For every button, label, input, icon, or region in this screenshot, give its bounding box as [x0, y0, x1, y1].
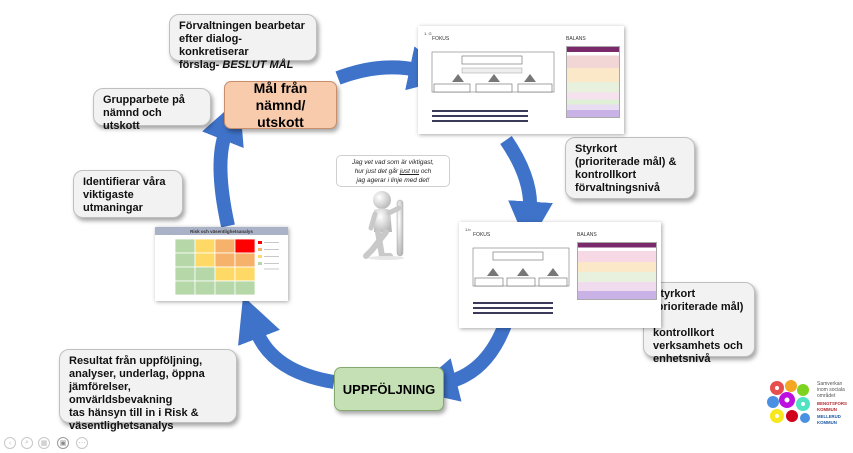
zoom-icon[interactable]: ⌕: [21, 437, 33, 449]
scorecard-table: [577, 242, 657, 300]
callout-line: kontrollkort: [575, 169, 637, 181]
callout-identify: Identifierar våra viktigaste utmaningar: [73, 170, 183, 218]
slide-left-title: FOKUS: [473, 232, 491, 238]
logo-kommun-2: MELLERUD KOMMUN: [817, 414, 853, 426]
callout-line: efter dialog- konkretiserar: [179, 33, 249, 58]
callout-line: Resultat från uppföljning,: [69, 355, 203, 367]
callout-line: jämförelser, omvärldsbevakning: [69, 381, 173, 406]
callout-line: analyser, underlag, öppna: [69, 368, 205, 380]
slide-left-title: FOKUS: [432, 36, 450, 42]
callout-line: enhetsnivå: [653, 353, 711, 365]
callout-group-work: Grupparbete på nämnd och utskott: [93, 88, 211, 132]
slides-grid-icon[interactable]: ▦: [38, 437, 50, 449]
callout-line: Grupparbete på: [103, 94, 185, 106]
slide-right-title: BALANS: [566, 36, 586, 42]
callout-line: förslag-: [179, 59, 223, 71]
logo-gears-icon: [767, 380, 810, 423]
slide-bar: [432, 120, 528, 122]
logo-line: MELLERUD: [817, 414, 841, 419]
callout-line: tas hänsyn till in i Risk &: [69, 407, 199, 419]
quote-line: Jag vet vad som är viktigast,: [351, 159, 434, 166]
quote-line: jag agerar i linje med det!: [356, 177, 430, 184]
callout-results: Resultat från uppföljning, analyser, und…: [59, 349, 237, 432]
callout-line: (prioriterade mål) &: [575, 156, 677, 168]
callout-decide-goals: Förvaltningen bearbetar efter dialog- ko…: [169, 14, 317, 71]
slide-right-title: BALANS: [577, 232, 597, 238]
followup-box: UPPFÖLJNING: [334, 367, 444, 411]
callout-scorecard-ops: Styrkort (prioriterade mål) & kontrollko…: [643, 282, 755, 365]
risk-matrix: [175, 239, 279, 296]
followup-box-label: UPPFÖLJNING: [342, 381, 436, 397]
bottom-slide-thumbnail: 1.b FOKUS BALANS: [459, 222, 661, 328]
logo-kommun-1: BENGTSFORS KOMMUN: [817, 401, 853, 413]
callout-line: Styrkort: [653, 288, 696, 300]
arrow-to-risk: [238, 295, 336, 389]
slide-bar: [473, 307, 553, 309]
logo-line: Samverkan: [817, 381, 843, 387]
arrow-to-top-slide: [335, 46, 454, 91]
callout-line: förvaltningsnivå: [575, 182, 660, 194]
slide-number: 1. G: [424, 31, 432, 36]
callout-line: Identifierar våra: [83, 176, 166, 188]
callout-line: nämnd och utskott: [103, 107, 162, 132]
quote-bubble: Jag vet vad som är viktigast, hur just d…: [336, 155, 450, 187]
callout-line: kontrollkort: [653, 327, 715, 339]
quote-underline: just nu: [399, 168, 420, 175]
more-options-icon[interactable]: ⋯: [76, 437, 88, 449]
goal-box-label: Mål från nämnd/ utskott: [253, 79, 308, 130]
slide-bar: [432, 110, 528, 112]
risk-slide-header: [155, 227, 288, 235]
logo-line: BENGTSFORS: [817, 401, 847, 406]
logo-text: Samverkan inom sociala området BENGTSFOR…: [817, 381, 853, 426]
slide-bar: [473, 302, 553, 304]
slide-focus-diagram: [431, 51, 555, 93]
callout-scorecard-admin: Styrkort (prioriterade mål) & kontrollko…: [565, 137, 695, 199]
callout-line: väsentlighetsanalys: [69, 420, 174, 432]
callout-line: Styrkort: [575, 143, 618, 155]
slide-number: 1.b: [465, 227, 471, 232]
previous-slide-icon[interactable]: ‹: [4, 437, 16, 449]
slide-bar: [473, 312, 553, 314]
risk-slide-title: Risk och väsentlighetsanalys: [190, 229, 253, 234]
arrow-to-followup: [412, 319, 513, 402]
leaning-person-figure: [363, 191, 404, 260]
slide-bar: [432, 115, 528, 117]
risk-analysis-thumbnail: Risk och väsentlighetsanalys: [155, 227, 288, 301]
callout-line: verksamhets och: [653, 340, 743, 352]
quote-line: och: [419, 168, 432, 175]
callout-line: Förvaltningen bearbetar: [179, 20, 305, 32]
logo-line: inom sociala: [817, 387, 845, 393]
top-slide-thumbnail: 1. G FOKUS BALANS: [418, 26, 624, 134]
logo-line: KOMMUN: [817, 407, 837, 412]
callout-line: viktigaste: [83, 189, 134, 201]
quote-line: hur just det går: [354, 168, 400, 175]
arrow-to-goal: [202, 98, 244, 228]
goal-box: Mål från nämnd/ utskott: [224, 79, 337, 130]
callout-line: (prioriterade mål) &: [653, 301, 744, 326]
logo-line: området: [817, 393, 836, 399]
camera-icon[interactable]: ▣: [57, 437, 69, 449]
slide-focus-diagram: [472, 247, 570, 287]
scorecard-table: [566, 46, 620, 118]
arrow-to-bottom-slide: [500, 136, 553, 247]
callout-line: utmaningar: [83, 202, 143, 214]
logo-line: KOMMUN: [817, 420, 837, 425]
callout-emphasis: BESLUT MÅL: [222, 59, 294, 71]
